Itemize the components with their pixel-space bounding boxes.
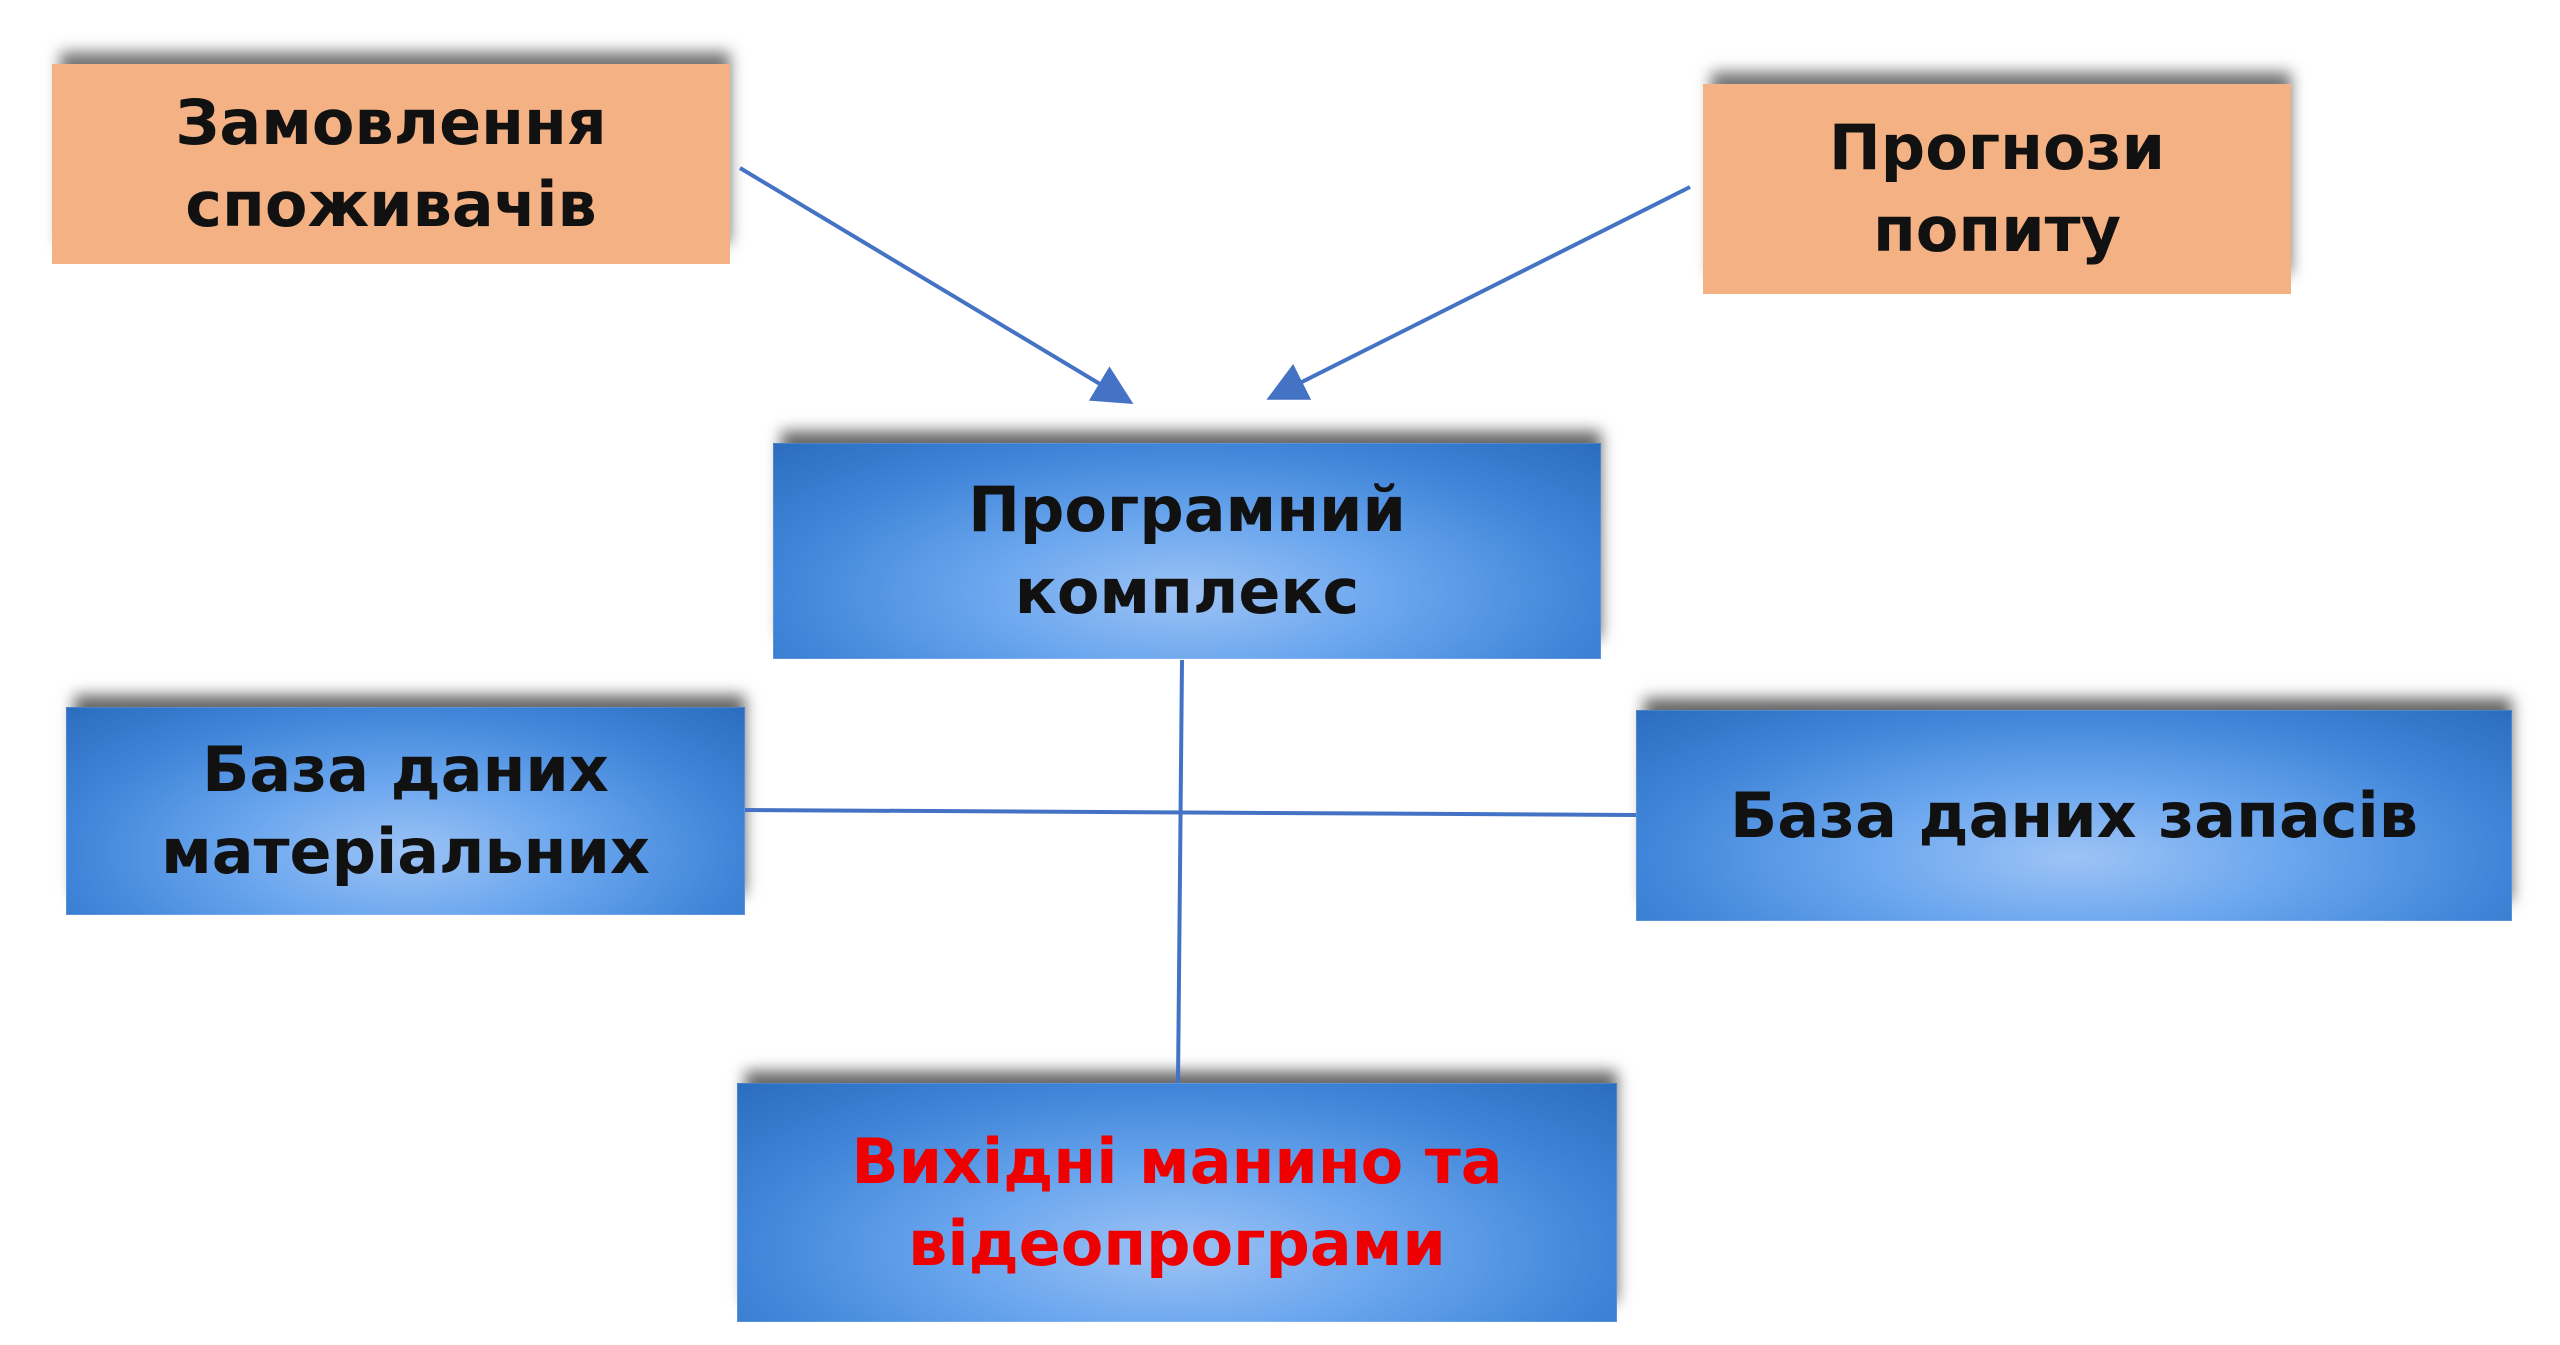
- customer-orders-label: Замовлення споживачів: [175, 86, 607, 241]
- line-materials-to-inventory: [744, 808, 1637, 817]
- inventory-db-label: База даних запасів: [1729, 778, 2419, 852]
- software-complex-label: Програмний комплекс: [968, 473, 1406, 628]
- output-programs-label: Вихідні манино та відеопрограми: [851, 1124, 1503, 1280]
- customer-orders-box: Замовлення споживачів: [52, 64, 730, 264]
- output-programs-box: Вихідні манино та відеопрограми: [737, 1083, 1617, 1322]
- software-complex-box: Програмний комплекс: [773, 443, 1601, 659]
- arrow-forecasts-to-complex: [1266, 185, 1691, 400]
- demand-forecasts-box: Прогнози попиту: [1703, 84, 2291, 294]
- demand-forecasts-label: Прогнози попиту: [1828, 111, 2166, 266]
- materials-db-label: База даних матеріальних: [161, 733, 650, 888]
- materials-db-box: База даних матеріальних: [66, 707, 745, 915]
- arrow-orders-to-complex: [738, 166, 1134, 405]
- inventory-db-box: База даних запасів: [1636, 710, 2512, 921]
- line-complex-to-output: [1176, 659, 1184, 1084]
